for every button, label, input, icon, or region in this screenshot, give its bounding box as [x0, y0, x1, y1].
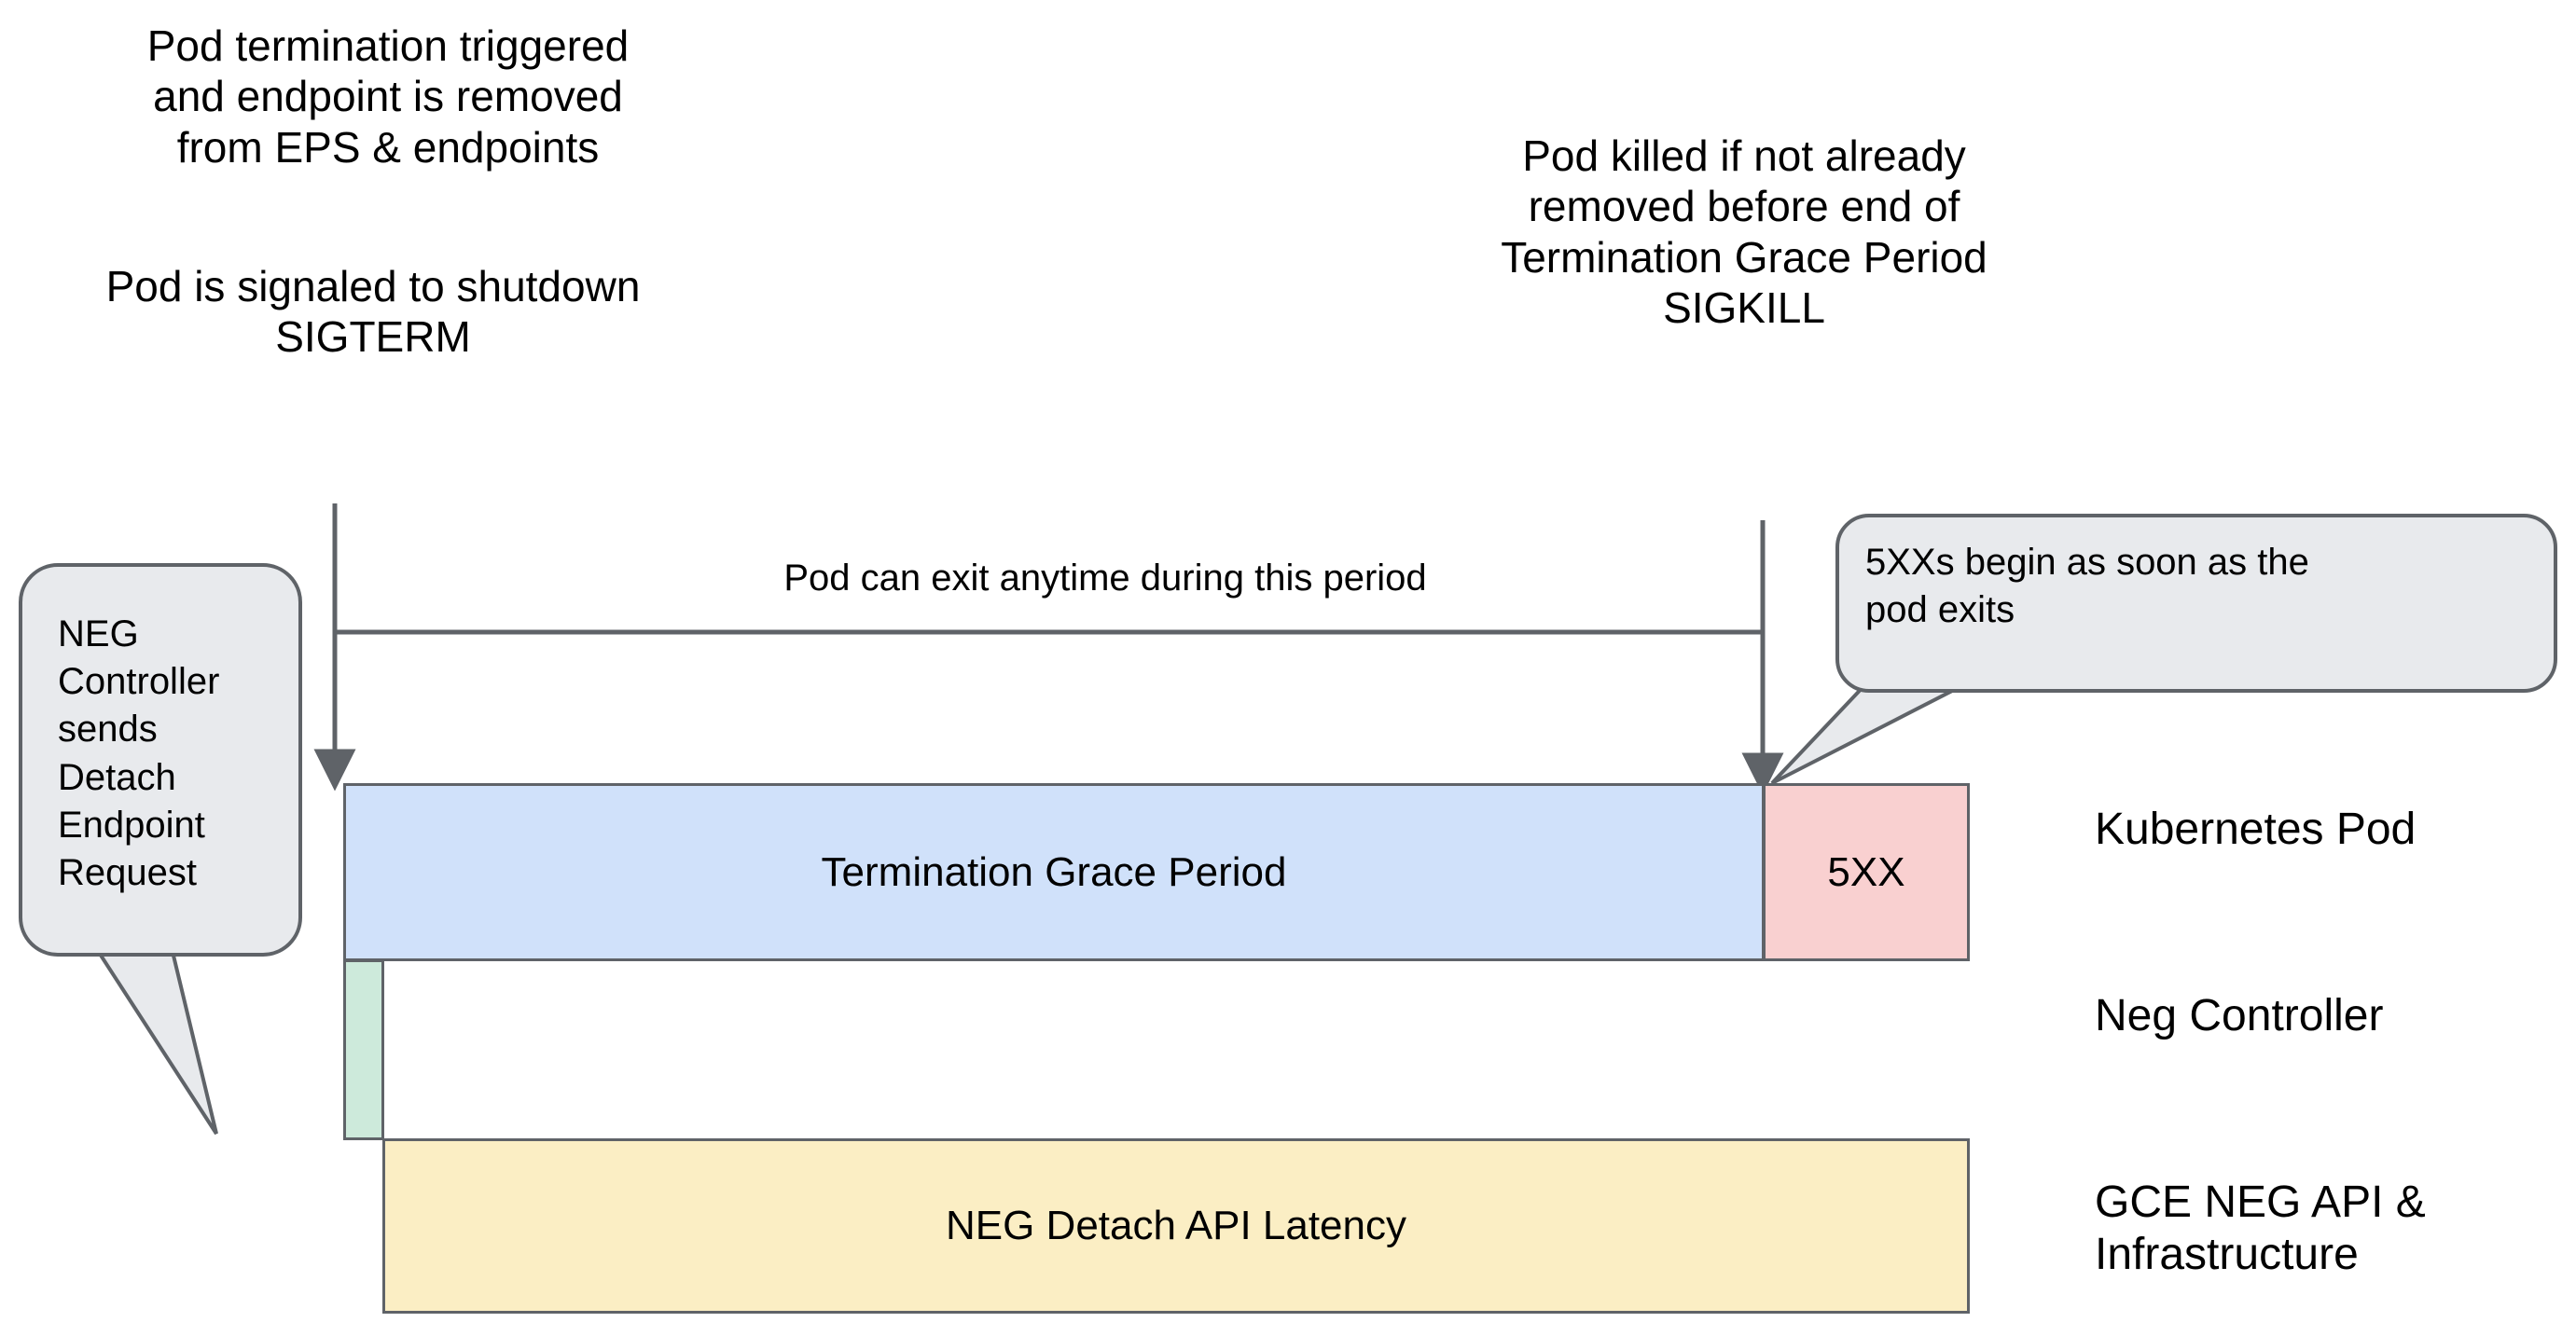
callout-5xx-text: 5XXs begin as soon as the pod exits	[1865, 542, 2309, 631]
lane-label-kubernetes-pod: Kubernetes Pod	[2095, 805, 2417, 854]
note-pod-termination-triggered: Pod termination triggered and endpoint i…	[146, 21, 630, 172]
lane-label-gce-neg-api-infrastructure: GCE NEG API & Infrastructure	[2095, 1178, 2426, 1279]
span-label-pod-can-exit: Pod can exit anytime during this period	[783, 558, 1427, 599]
note-pod-signaled-sigterm: Pod is signaled to shutdown SIGTERM	[105, 262, 641, 362]
note-pod-killed-sigkill: Pod killed if not already removed before…	[1501, 131, 1987, 332]
lane-label-neg-controller: Neg Controller	[2095, 991, 2384, 1040]
bar-label-neg-detach-api-latency: NEG Detach API Latency	[945, 1203, 1407, 1248]
bar-neg-controller-detach[interactable]	[343, 959, 384, 1140]
bar-neg-detach-api-latency[interactable]: NEG Detach API Latency	[382, 1138, 1970, 1314]
bar-label-5xx: 5XX	[1827, 848, 1905, 895]
callout-neg-detach-tail	[94, 930, 218, 1136]
bar-label-termination-grace-period: Termination Grace Period	[821, 848, 1287, 895]
callout-neg-detach-text: NEG Controller sends Detach Endpoint Req…	[58, 613, 220, 893]
bar-5xx[interactable]: 5XX	[1763, 783, 1970, 961]
bar-termination-grace-period[interactable]: Termination Grace Period	[343, 783, 1765, 961]
